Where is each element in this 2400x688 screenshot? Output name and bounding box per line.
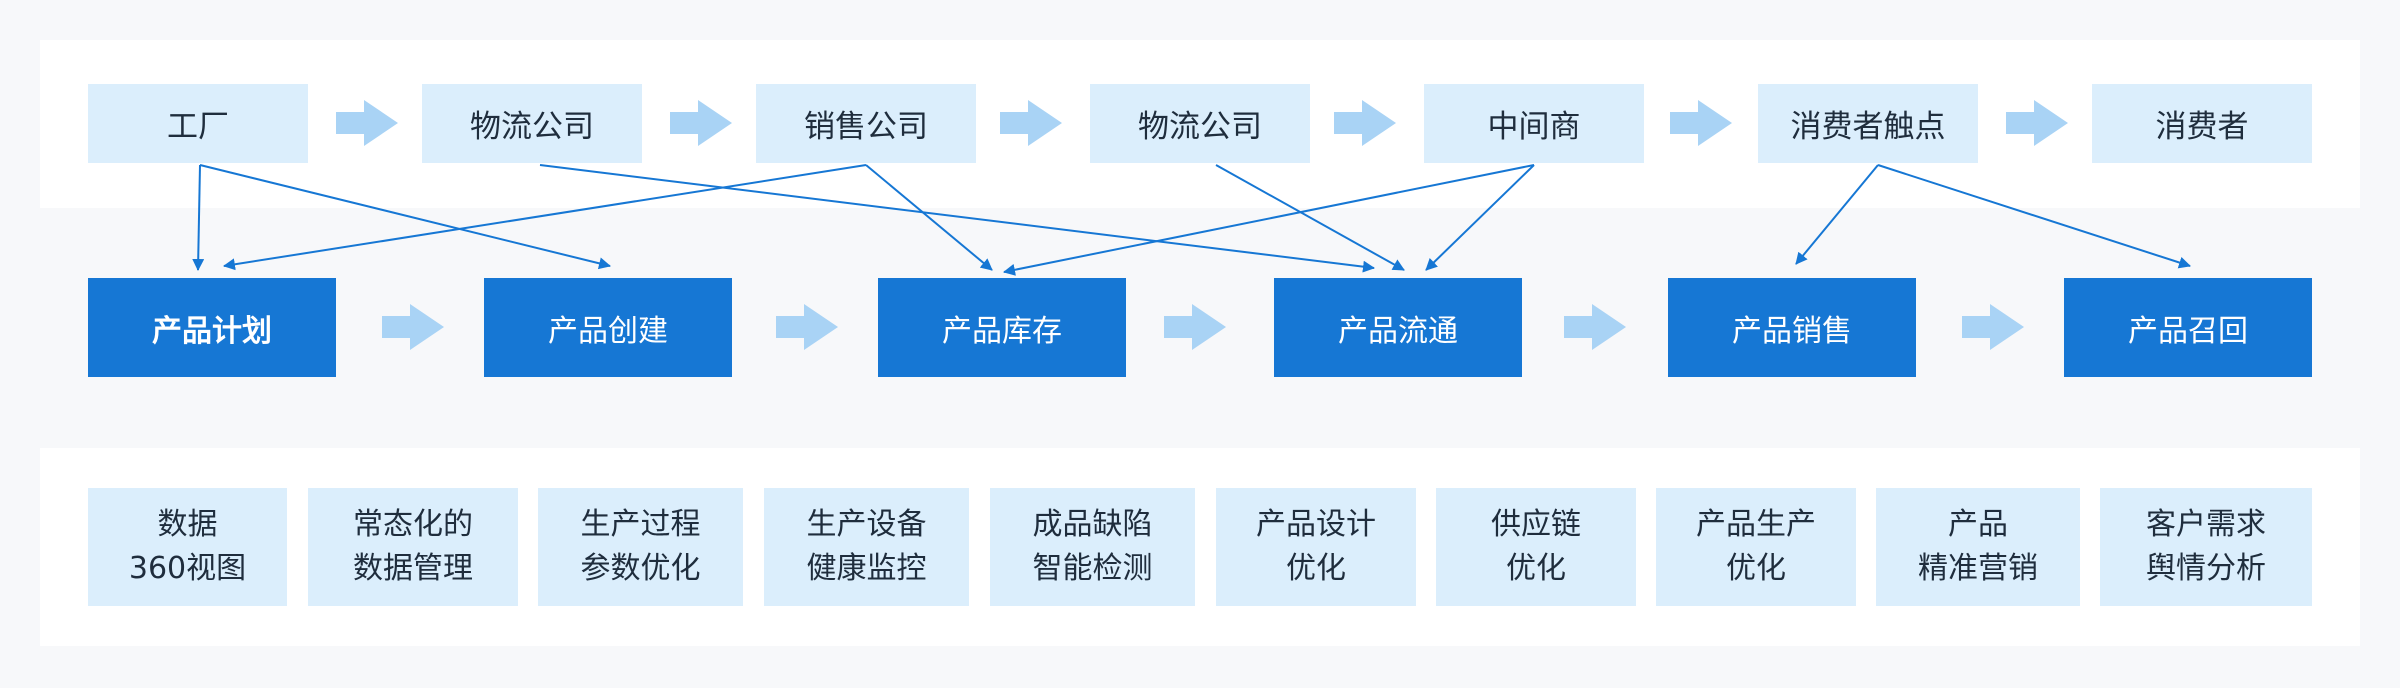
link-sales-to-product-inventory (865, 164, 993, 271)
stage-consumer-touchpoint: 消费者触点 (1758, 84, 1978, 163)
flow-arrow-right (670, 100, 732, 146)
capability-supply-chain-optimization: 供应链 优化 (1436, 488, 1636, 606)
stage-factory: 工厂 (88, 84, 308, 163)
capability-production-optimization: 产品生产 优化 (1656, 488, 1856, 606)
stage-logistics-company-2: 物流公司 (1090, 84, 1310, 163)
process-product-inventory: 产品库存 (878, 278, 1126, 377)
link-middleman-to-product-circulation (1425, 164, 1535, 271)
process-product-circulation: 产品流通 (1274, 278, 1522, 377)
capability-normalized-data-management: 常态化的 数据管理 (308, 488, 518, 606)
process-product-plan: 产品计划 (88, 278, 336, 377)
flow-arrow-right (382, 304, 444, 350)
link-factory-to-product-plan (192, 164, 205, 271)
flow-arrow-right (776, 304, 838, 350)
link-sales-to-product-plan (223, 164, 867, 271)
link-logistics-to-product-circulation (539, 164, 1375, 273)
capability-data-360-view: 数据 360视图 (88, 488, 287, 606)
stage-sales-company: 销售公司 (756, 84, 976, 163)
flow-arrow-right (1164, 304, 1226, 350)
stage-consumer: 消费者 (2092, 84, 2312, 163)
link-touchpoint-to-product-sales (1795, 164, 1879, 265)
flow-arrow-right (1564, 304, 1626, 350)
stage-logistics-company-1: 物流公司 (422, 84, 642, 163)
flow-arrow-right (1670, 100, 1732, 146)
stage-middleman: 中间商 (1424, 84, 1644, 163)
process-product-create: 产品创建 (484, 278, 732, 377)
flow-arrow-right (336, 100, 398, 146)
capability-defect-detection: 成品缺陷 智能检测 (990, 488, 1195, 606)
link-logistics-to-product-circulation (1215, 164, 1405, 271)
flow-arrow-right (1962, 304, 2024, 350)
process-product-recall: 产品召回 (2064, 278, 2312, 377)
link-middleman-to-product-inventory (1003, 164, 1535, 276)
capability-equipment-health-monitoring: 生产设备 健康监控 (764, 488, 969, 606)
capability-customer-sentiment-analysis: 客户需求 舆情分析 (2100, 488, 2312, 606)
process-product-sales: 产品销售 (1668, 278, 1916, 377)
link-touchpoint-to-product-recall (1877, 164, 2191, 269)
capability-product-design-optimization: 产品设计 优化 (1216, 488, 1416, 606)
capability-precision-marketing: 产品 精准营销 (1876, 488, 2080, 606)
flow-arrow-right (2006, 100, 2068, 146)
flow-arrow-right (1334, 100, 1396, 146)
capability-process-parameter-optimization: 生产过程 参数优化 (538, 488, 743, 606)
flow-arrow-right (1000, 100, 1062, 146)
link-factory-to-product-create (199, 164, 611, 270)
